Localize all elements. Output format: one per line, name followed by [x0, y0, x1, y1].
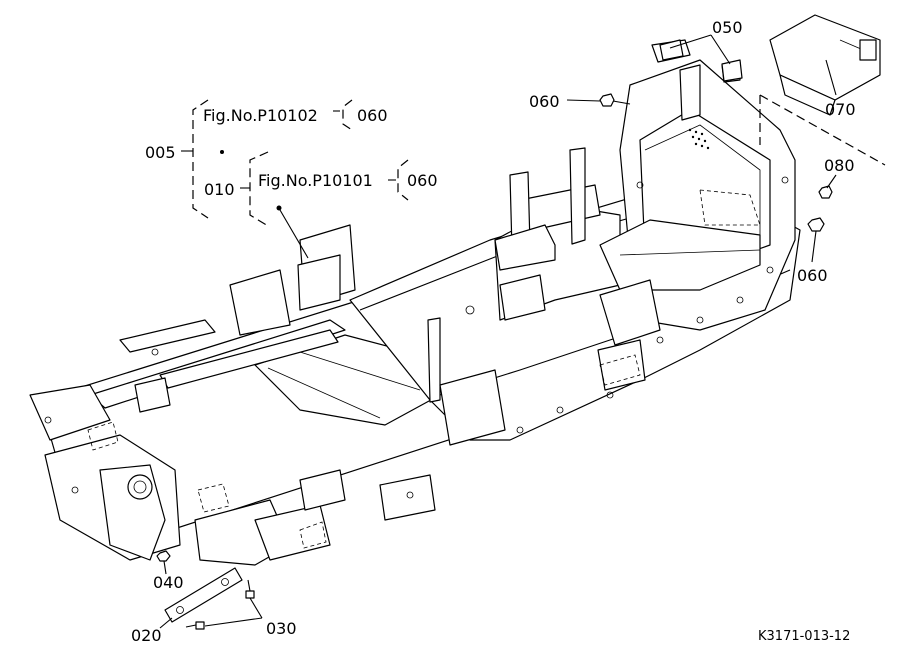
bolt-holes — [44, 176, 789, 499]
callout-070: 070 — [825, 100, 856, 119]
callout-005: 005 — [145, 143, 176, 162]
reference-fig-upper-part: 060 — [357, 106, 388, 125]
main-frame — [29, 39, 801, 566]
leader-lines — [159, 34, 837, 629]
drawing-code: K3171-013-12 — [758, 629, 850, 644]
perforation-field — [688, 128, 710, 150]
callout-050: 050 — [712, 18, 743, 37]
cover-070 — [759, 14, 886, 166]
clip-050 — [659, 39, 743, 82]
bolt-030-a — [245, 579, 255, 599]
callout-010: 010 — [204, 180, 235, 199]
callout-020: 020 — [131, 626, 162, 645]
nut-040 — [156, 550, 171, 562]
callout-060-right: 060 — [797, 266, 828, 285]
bolt-030-b — [185, 621, 205, 630]
callout-060-top: 060 — [529, 92, 560, 111]
callout-040: 040 — [153, 573, 184, 592]
bolt-080 — [818, 185, 833, 199]
callout-030: 030 — [266, 619, 297, 638]
reference-fig-lower: Fig.No.P10101 — [258, 171, 373, 190]
bolt-060-top — [599, 93, 631, 107]
plate-020 — [164, 567, 243, 623]
bolt-060-right — [807, 217, 825, 232]
reference-brackets — [181, 99, 409, 227]
reference-fig-lower-part: 060 — [407, 171, 438, 190]
callout-080: 080 — [824, 156, 855, 175]
reference-fig-upper: Fig.No.P10102 — [203, 106, 318, 125]
